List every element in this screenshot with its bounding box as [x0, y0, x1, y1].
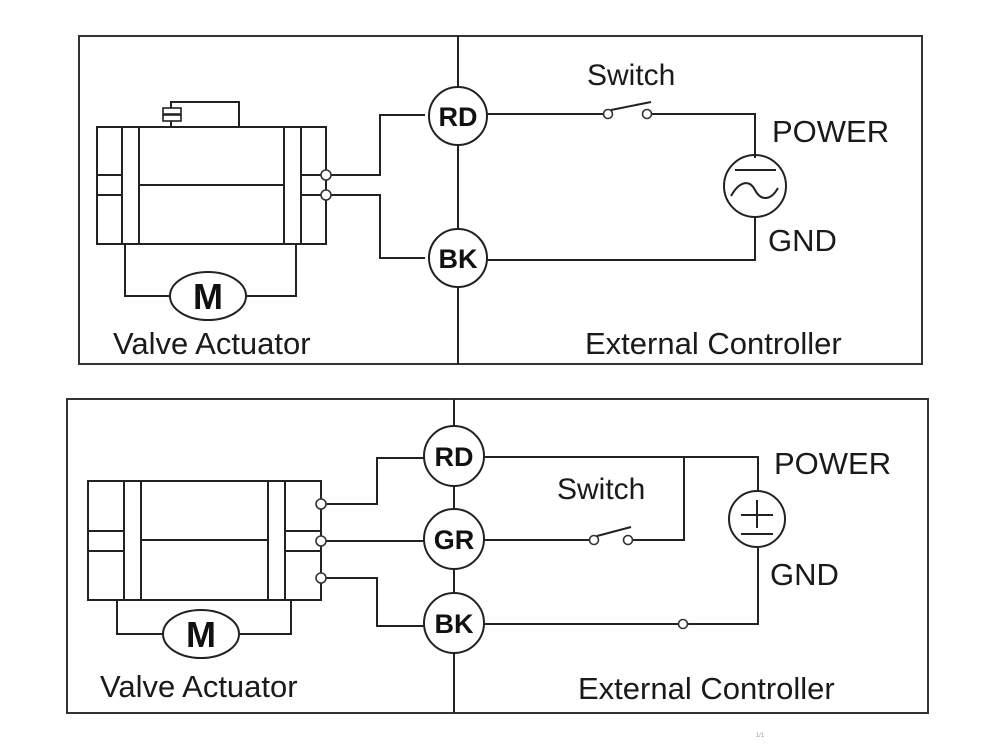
terminal-label-bk: BK: [439, 244, 478, 274]
gnd-label: GND: [770, 557, 839, 592]
dc-source-icon: [728, 490, 786, 548]
motor-icon: [162, 609, 240, 659]
wire-rd: [331, 114, 425, 176]
terminal-label-bk: BK: [435, 609, 474, 639]
terminal-point: [315, 535, 327, 547]
wire-to-gnd: [687, 547, 759, 625]
terminal-point: [320, 189, 332, 201]
wire-switch-return: [632, 457, 685, 541]
external-controller-label: External Controller: [578, 671, 835, 706]
motor-wire: [116, 600, 163, 635]
indicator-icon: [162, 107, 182, 115]
switch-contact: [641, 108, 653, 120]
wire-bk: [331, 194, 425, 259]
switch-icon: [610, 101, 652, 111]
valve-actuator-label: Valve Actuator: [100, 669, 298, 704]
motor-icon: [169, 271, 247, 321]
power-label: POWER: [772, 114, 889, 149]
terminal-badge-rd: [428, 86, 488, 146]
diagram-2-frame: [66, 398, 929, 714]
motor-wire: [124, 244, 170, 297]
diagram-1-frame: [78, 35, 923, 365]
terminal-point: [315, 498, 327, 510]
page-number: 1/1: [756, 733, 765, 739]
switch-contact: [602, 108, 614, 120]
wire-to-gnd: [487, 217, 756, 261]
valve-actuator-body: [87, 480, 322, 601]
wire-to-power: [484, 456, 759, 491]
diagram-two-wire: M RD BK Switch POWER GND Valve Actuator …: [78, 35, 923, 365]
switch-contact: [588, 534, 600, 546]
terminal-point: [320, 169, 332, 181]
wire-rd: [325, 457, 425, 505]
motor-wire: [246, 244, 297, 297]
terminal-label-rd: RD: [435, 442, 474, 472]
gnd-label: GND: [768, 223, 837, 258]
switch-contact: [622, 534, 634, 546]
wire-bk: [325, 577, 425, 627]
terminal-point: [677, 618, 689, 630]
terminal-badge-bk: [428, 228, 488, 288]
motor-label: M: [186, 614, 216, 655]
switch-label: Switch: [557, 473, 645, 506]
external-controller-label: External Controller: [585, 326, 842, 361]
motor-label: M: [193, 276, 223, 317]
terminal-label-rd: RD: [439, 102, 478, 132]
wire-to-power: [652, 113, 756, 158]
terminal-label-gr: GR: [434, 525, 475, 555]
valve-actuator-body: [96, 101, 327, 245]
diagram-three-wire: M RD GR BK Switch POWER: [66, 398, 929, 714]
power-label: POWER: [774, 446, 891, 481]
terminal-point: [315, 572, 327, 584]
ac-source-icon: [723, 154, 787, 218]
switch-label: Switch: [587, 59, 675, 92]
motor-wire: [240, 600, 292, 635]
valve-actuator-label: Valve Actuator: [113, 326, 311, 361]
switch-icon: [596, 526, 632, 537]
